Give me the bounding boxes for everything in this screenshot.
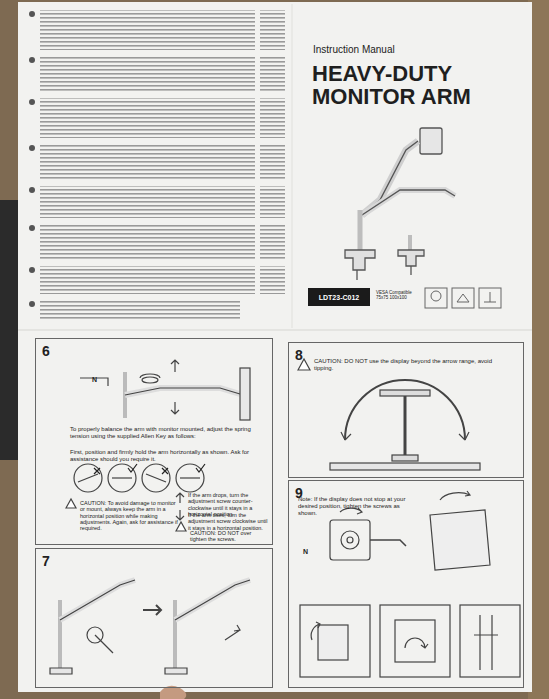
caution-note: CAUTION: To avoid damage to monitor or m…: [80, 500, 178, 532]
key-letter: N: [303, 548, 313, 556]
model-number: LDT23-C012: [319, 294, 359, 301]
step-panel: 9: [288, 480, 524, 688]
cover-title: HEAVY-DUTY MONITOR ARM: [312, 62, 502, 108]
caution-note: CAUTION: DO NOT over tighten the screws.: [190, 530, 268, 543]
model-label: LDT23-C012: [308, 288, 370, 306]
caution-note: CAUTION: DO NOT use the display beyond t…: [314, 358, 504, 372]
step-number: 6: [42, 343, 50, 359]
instruction-text: To properly balance the arm with monitor…: [70, 426, 265, 440]
instruction-text: First, position and firmly hold the arm …: [70, 449, 265, 463]
spec-note: VESA Compatible 75x75 100x100: [376, 290, 422, 300]
step-number: 7: [42, 553, 50, 569]
manual-heading: Instruction Manual: [313, 44, 493, 56]
step-number: 8: [295, 347, 303, 363]
note-text: Note: If the display does not stop at yo…: [298, 496, 408, 517]
key-letter: N: [92, 376, 102, 384]
instruction-text: If the arm rises, turn the adjustment sc…: [188, 512, 268, 531]
step-panel: 7: [35, 548, 273, 688]
